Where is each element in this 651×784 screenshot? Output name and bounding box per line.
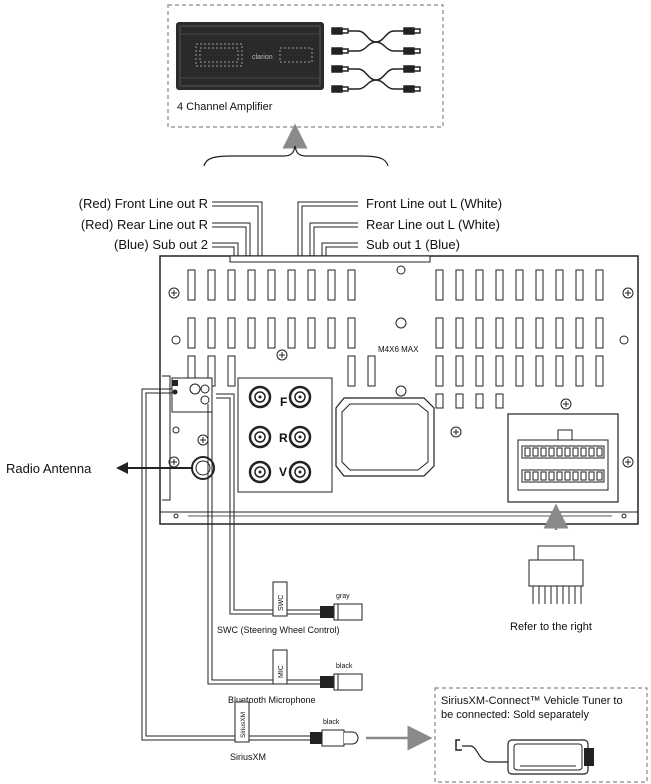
output-labels-right: Front Line out L (White) Rear Line out L… [366,196,502,252]
swc-tag: SWC [278,595,285,611]
amplifier-icon: clarion [176,22,324,90]
siriusxm-tag: SiriusXM [240,712,247,738]
tuner-box: SiriusXM-Connect™ Vehicle Tuner to be co… [434,687,648,783]
rca-letter-r: R [279,431,288,445]
siriusxm-wire-color: black [323,719,340,726]
mic-wire-color: black [336,663,353,670]
harness-connector-socket [507,413,619,503]
label-front-out-l: Front Line out L (White) [366,196,502,211]
mic-label: Bluetooth Microphone [228,695,316,705]
antenna-callout: Radio Antenna [6,461,192,476]
rca-y-cable-icon [331,27,421,93]
antenna-label: Radio Antenna [6,461,92,476]
mic-connector: MIC black Bluetooth Microphone [228,649,363,705]
harness-plug: Refer to the right [510,503,592,633]
swc-wire-color: gray [336,593,350,600]
amplifier-brand: clarion [252,54,273,61]
vent-slots [187,269,604,409]
rca-letter-f: F [280,395,287,409]
swc-connector: SWC gray SWC (Steering Wheel Control) [217,581,363,635]
model-mark: M4X6 MAX [378,345,419,354]
tuner-icon [455,739,594,775]
output-labels-left: (Red) Front Line out R (Red) Rear Line o… [79,196,208,252]
mic-tag: MIC [278,665,285,678]
amplifier-label: 4 Channel Amplifier [177,101,273,113]
brace [203,145,389,167]
connector-label: Refer to the right [510,621,592,633]
head-unit-back-panel: M4X6 MAX F R V [159,255,639,525]
label-rear-out-l: Rear Line out L (White) [366,217,500,232]
rca-letter-v: V [279,465,287,479]
siriusxm-label: SiriusXM [230,752,266,762]
label-sub-out-2: (Blue) Sub out 2 [114,237,208,252]
tuner-text-line2: be connected: Sold separately [441,709,589,721]
label-front-out-r: (Red) Front Line out R [79,196,208,211]
label-sub-out-1: Sub out 1 (Blue) [366,237,460,252]
amplifier-box: clarion [167,4,444,128]
rca-jacks [248,385,312,484]
swc-label: SWC (Steering Wheel Control) [217,625,340,635]
label-rear-out-r: (Red) Rear Line out R [81,217,208,232]
tuner-text-line1: SiriusXM-Connect™ Vehicle Tuner to [441,695,623,707]
siriusxm-connector: SiriusXM black SiriusXM [230,701,433,762]
